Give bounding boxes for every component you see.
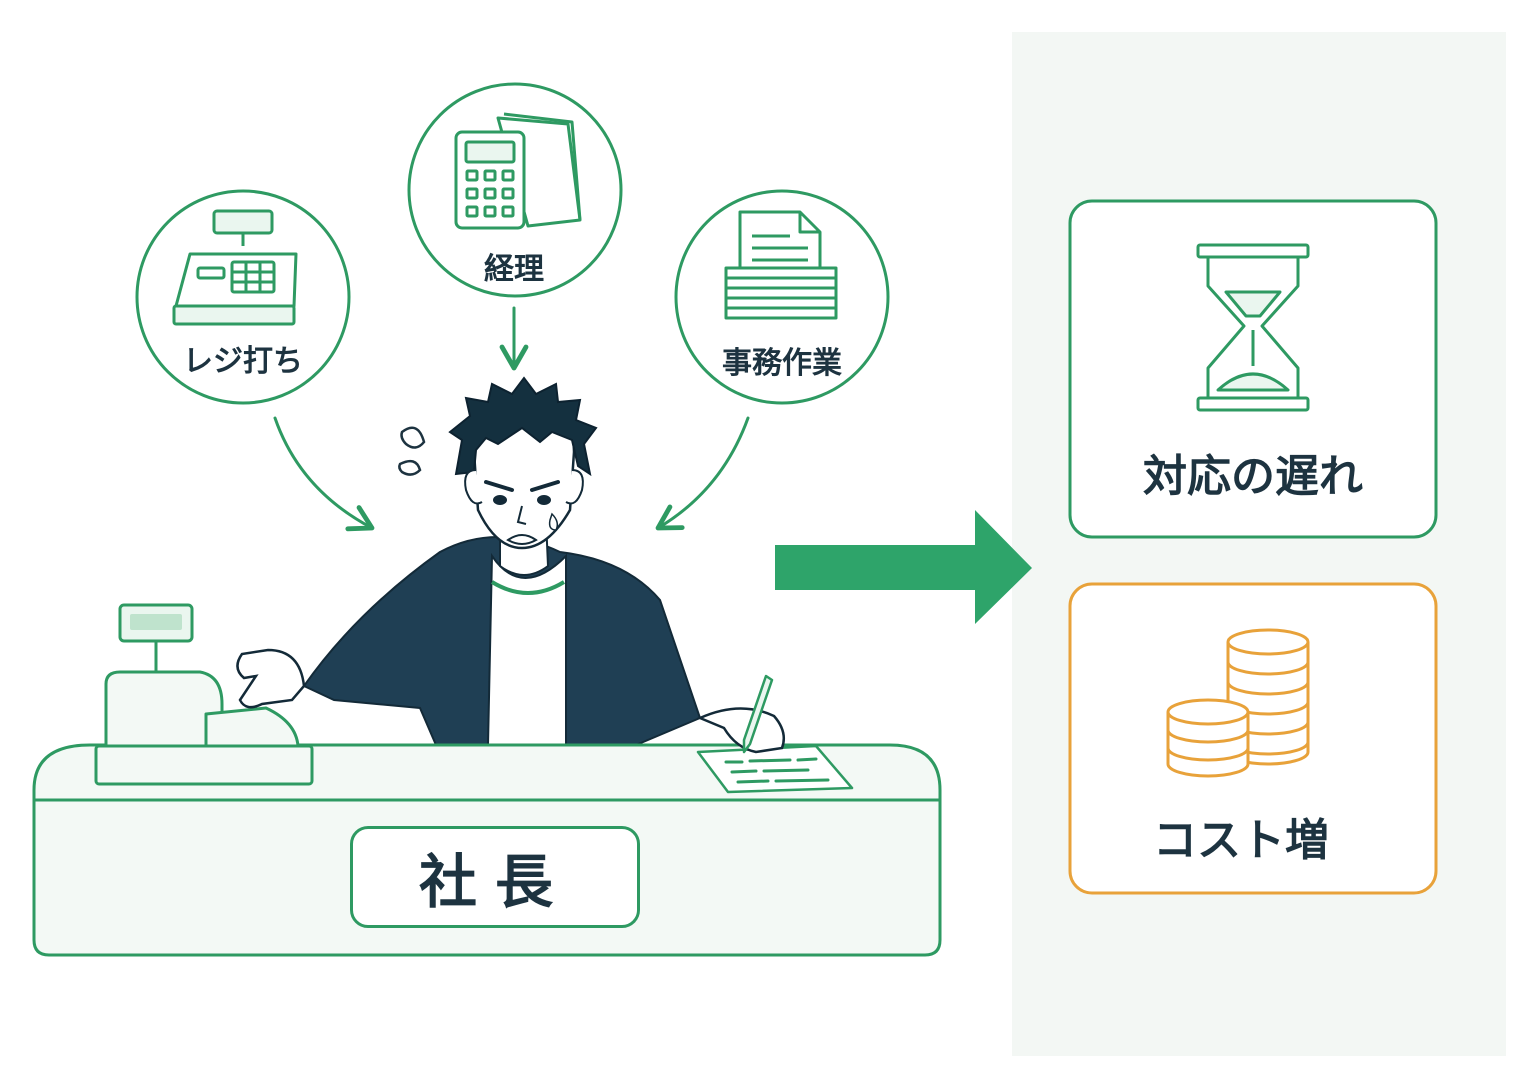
result-box-delay [1068,199,1438,539]
task-label-accounting: 経理 [484,252,544,287]
president-nameplate: 社長 [350,826,640,928]
arrow-register-to-president [273,416,375,532]
desk-cash-register-icon [94,603,314,786]
sweat-drops-icon [398,426,426,476]
paper-and-pen-icon [696,674,854,794]
task-flow-arrows [273,306,750,532]
cash-register-icon [172,209,298,326]
president-figure [302,376,702,746]
result-arrow [775,510,1032,624]
result-label-delay: 対応の遅れ [1143,451,1363,502]
arrow-office-work-to-president [655,416,750,531]
result-box-cost [1068,582,1438,895]
calculator-icon [454,112,582,230]
hourglass-icon [1196,243,1310,412]
coins-icon [1166,628,1310,778]
result-label-cost: コスト増 [1153,815,1329,866]
task-bubble-accounting [407,82,623,298]
task-bubble-register [135,189,351,405]
left-hand [236,648,306,709]
results-panel [1012,32,1506,1056]
task-bubble-office-work [674,189,890,405]
task-label-register: レジ打ち [183,344,303,379]
hair [448,376,598,477]
document-stack-icon [724,210,838,320]
task-label-office-work: 事務作業 [722,346,842,381]
